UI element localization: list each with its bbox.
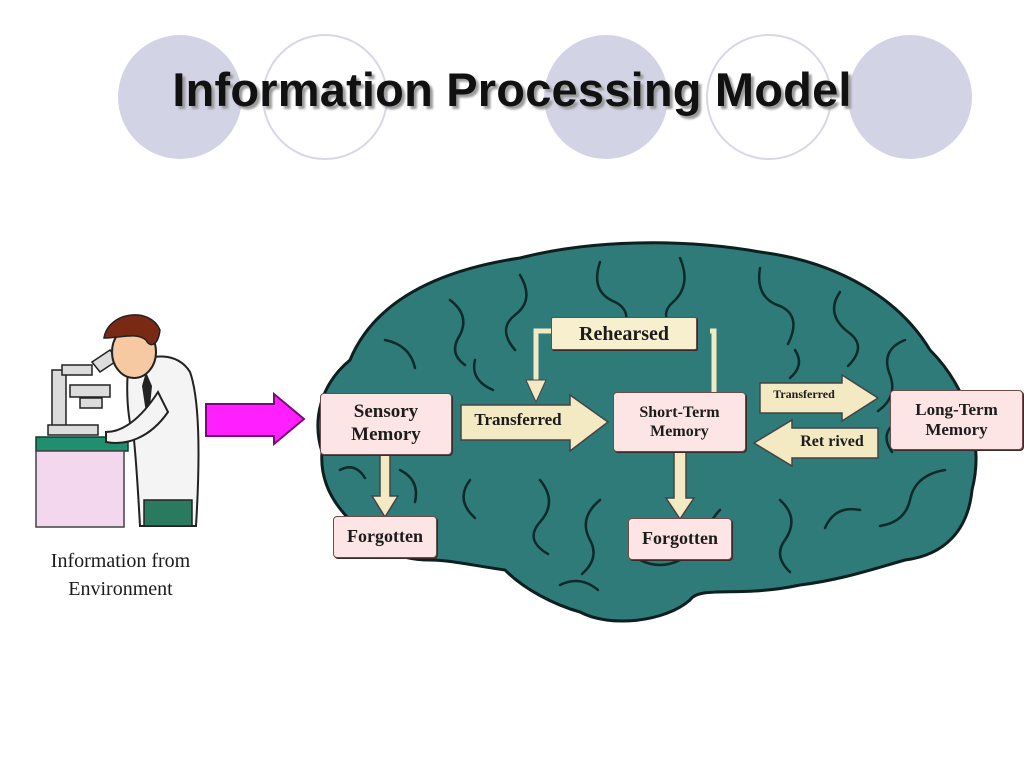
transferred-label-1: Transferred: [474, 410, 562, 429]
forgotten-short-term-box: Forgotten: [628, 518, 732, 560]
scientist-illustration: [35, 314, 200, 528]
short-term-memory-box: Short-Term Memory: [613, 392, 746, 452]
rehearsed-box: Rehearsed: [551, 317, 697, 350]
forgotten-short-term-label: Forgotten: [642, 528, 718, 549]
scientist-hair: [103, 314, 161, 346]
scientist-legs: [143, 499, 193, 527]
sensory-memory-line1: Sensory: [353, 401, 419, 423]
forgotten-sensory-box: Forgotten: [333, 516, 437, 558]
rehearsal-arrowhead: [525, 379, 547, 404]
short-term-memory-line2: Memory: [650, 423, 709, 440]
microscope-icon: [47, 348, 120, 436]
long-term-memory-line2: Memory: [925, 420, 988, 439]
lab-bench: [35, 450, 125, 528]
decor-circle: [118, 35, 242, 159]
tie: [142, 372, 152, 426]
arrow-long-term-to-short-term: [752, 418, 879, 468]
decor-circle: [706, 34, 832, 160]
decor-circle: [848, 35, 972, 159]
sensory-memory-box: Sensory Memory: [320, 393, 452, 455]
arrow-short-term-to-long-term: [759, 373, 880, 423]
long-term-memory-line1: Long-Term: [915, 399, 998, 419]
environment-caption-line1: Information from: [50, 550, 191, 572]
rehearsed-label: Rehearsed: [579, 322, 669, 345]
title-decoration: [118, 34, 972, 160]
page-title: Information Processing Model: [172, 63, 852, 116]
scientist-arm: [105, 389, 170, 444]
environment-caption: Information from Environment: [18, 547, 223, 603]
decor-circle: [544, 35, 668, 159]
forgotten-sensory-label: Forgotten: [347, 526, 423, 547]
arrow-sensory-to-forgotten: [370, 454, 400, 519]
retrieved-label: Ret rived: [800, 433, 864, 450]
long-term-memory-box: Long-Term Memory: [890, 390, 1023, 450]
flow-arrows: [370, 373, 880, 521]
input-arrow: [205, 391, 306, 447]
sensory-memory-line2: Memory: [351, 424, 421, 445]
decor-circle: [262, 34, 388, 160]
arrow-short-term-to-forgotten: [664, 451, 696, 521]
environment-caption-line2: Environment: [68, 578, 173, 600]
arrow-sensory-to-short-term: [460, 393, 610, 453]
rehearsal-loop: [533, 328, 717, 392]
short-term-memory-line1: Short-Term: [639, 403, 720, 421]
transferred-label-2: Transferred: [773, 387, 835, 401]
